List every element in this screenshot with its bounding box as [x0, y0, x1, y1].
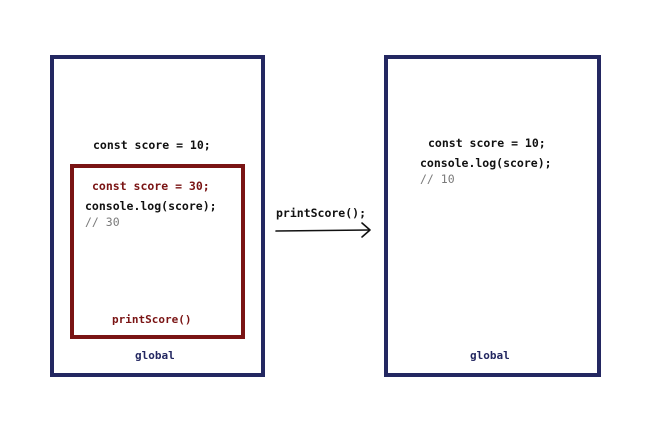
right-global-scope-box [384, 55, 601, 377]
left-global-scope-box [50, 55, 265, 377]
function-scope-label: printScore() [112, 313, 192, 326]
right-log-call: console.log(score); [420, 156, 552, 170]
left-global-declaration: const score = 10; [93, 138, 211, 152]
arrow-label: printScore(); [276, 206, 367, 220]
function-scope-box [70, 164, 245, 339]
function-log-comment: // 30 [85, 215, 120, 229]
right-log-comment: // 10 [420, 172, 455, 186]
call-arrow [275, 222, 371, 238]
function-declaration: const score = 30; [92, 179, 210, 193]
right-global-scope-label: global [470, 349, 510, 362]
function-log-call: console.log(score); [85, 199, 217, 213]
call-arrow-shaft [275, 229, 370, 232]
right-declaration: const score = 10; [428, 136, 546, 150]
call-arrow-head [361, 222, 371, 238]
left-global-scope-label: global [135, 349, 175, 362]
